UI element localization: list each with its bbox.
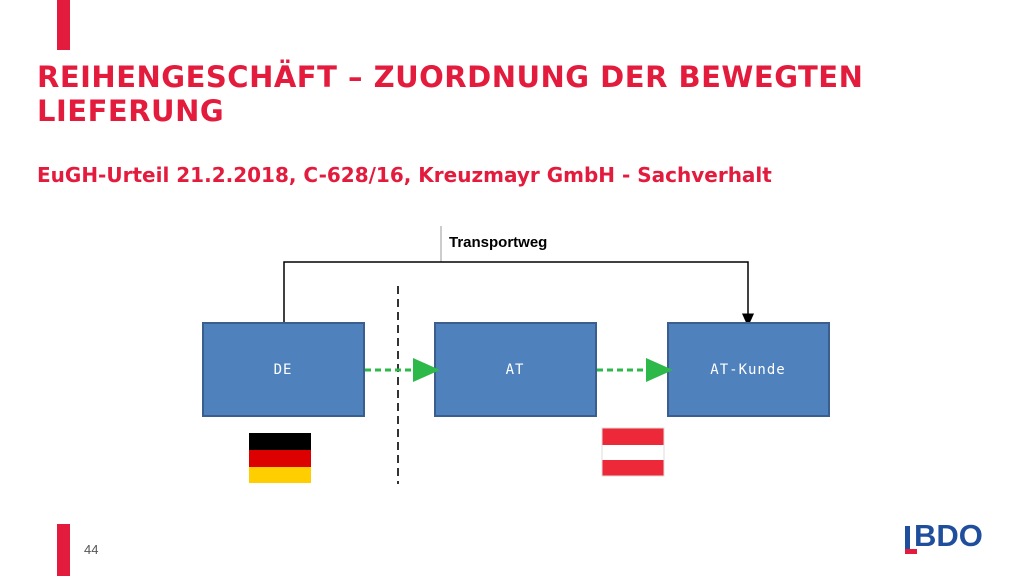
box-at: AT bbox=[434, 322, 597, 417]
slide-title: REIHENGESCHÄFT – ZUORDNUNG DER BEWEGTEN … bbox=[37, 60, 864, 128]
box-de: DE bbox=[202, 322, 365, 417]
box-at-label: AT bbox=[506, 362, 525, 378]
logo-mark-blue bbox=[905, 526, 910, 551]
germany-flag bbox=[249, 433, 311, 483]
accent-bar-bottom bbox=[57, 524, 70, 576]
logo-mark-red bbox=[905, 549, 917, 554]
box-at-kunde: AT-Kunde bbox=[667, 322, 830, 417]
transport-route-line bbox=[283, 261, 754, 327]
accent-bar-top bbox=[57, 0, 70, 50]
bdo-logo: BDO bbox=[900, 518, 990, 555]
austria-flag bbox=[601, 427, 665, 477]
box-de-label: DE bbox=[274, 362, 293, 378]
box-at-kunde-label: AT-Kunde bbox=[710, 362, 785, 378]
slide-subtitle: EuGH-Urteil 21.2.2018, C-628/16, Kreuzma… bbox=[37, 163, 772, 187]
page-number: 44 bbox=[84, 542, 99, 557]
transport-label: Transportweg bbox=[449, 234, 547, 251]
logo-text: BDO bbox=[914, 518, 983, 553]
